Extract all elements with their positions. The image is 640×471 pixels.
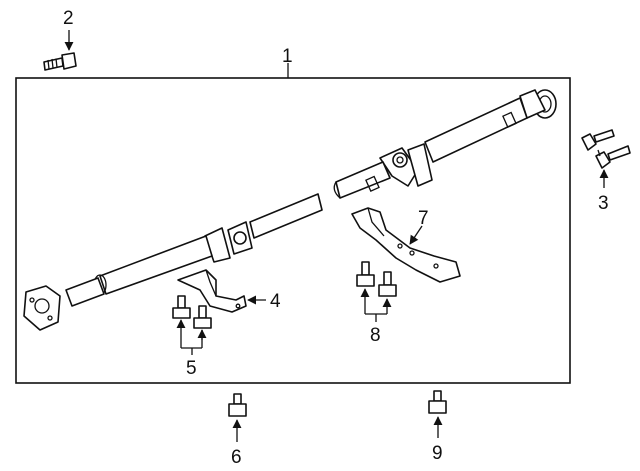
- bracket-part-4[interactable]: [177, 269, 247, 313]
- callout-1: 1: [282, 46, 293, 67]
- callout-4: 4: [270, 291, 281, 312]
- callout-7: 7: [418, 208, 429, 229]
- callout-8: 8: [370, 325, 381, 346]
- bolt-part-9[interactable]: [428, 390, 447, 414]
- drive-shaft-assembly[interactable]: [23, 89, 557, 331]
- bolt-part-2[interactable]: [43, 52, 77, 71]
- bolt-part-3[interactable]: [581, 129, 631, 169]
- leader-lines: [64, 30, 609, 442]
- callout-6: 6: [231, 447, 242, 468]
- callout-9: 9: [432, 443, 443, 464]
- bolt-part-8[interactable]: [356, 261, 397, 297]
- bolt-part-5[interactable]: [172, 295, 212, 329]
- callout-3: 3: [598, 193, 609, 214]
- callout-5: 5: [186, 358, 197, 379]
- bolt-part-6[interactable]: [228, 393, 247, 417]
- callout-2: 2: [63, 8, 74, 29]
- crossmember-part-7[interactable]: [351, 207, 461, 283]
